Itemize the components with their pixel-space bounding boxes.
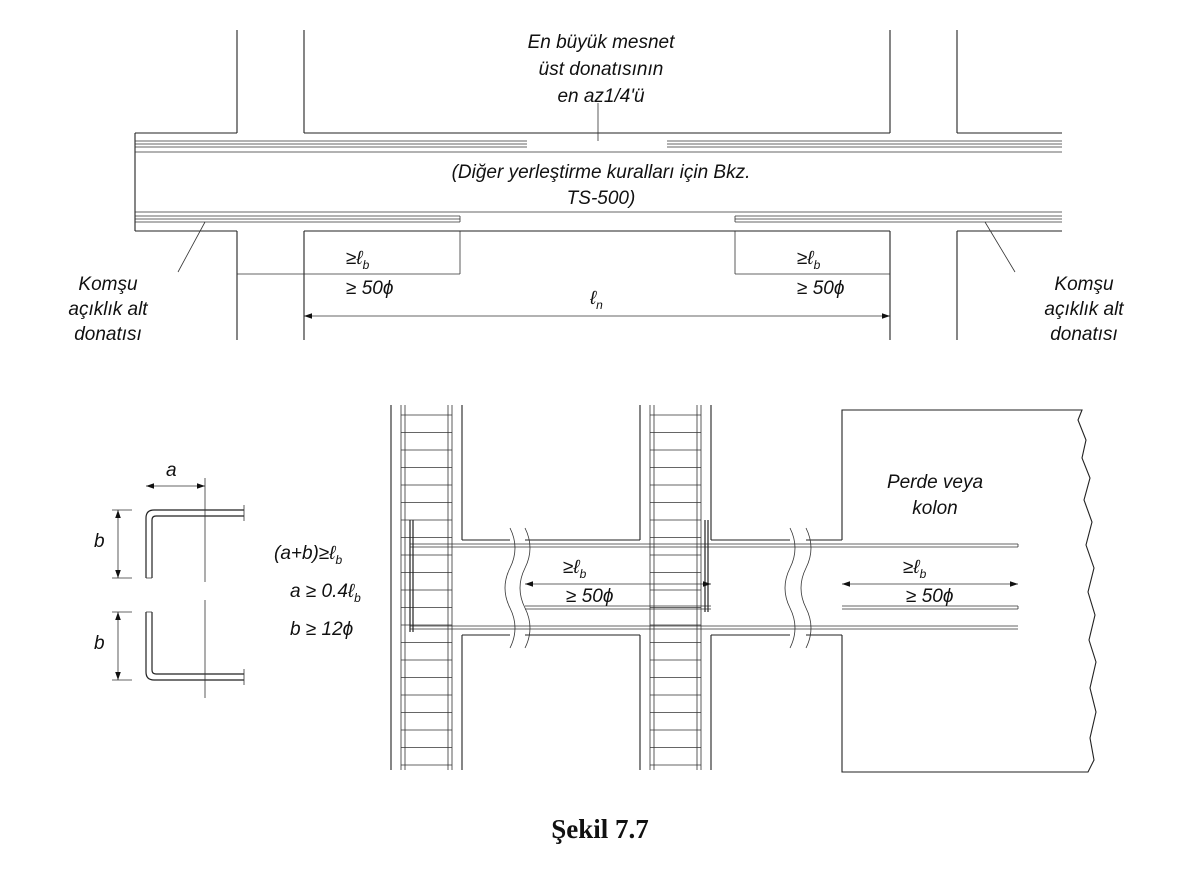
left-anchor-50phi-label: ≥ 50ϕ bbox=[346, 278, 393, 299]
mesnet-note-line-1: En büyük mesnet bbox=[528, 32, 676, 53]
left-anchor-lb-label: ≥ℓb bbox=[346, 248, 370, 272]
first-column-section bbox=[390, 405, 463, 770]
left-neighbor-note-line-1: Komşu bbox=[78, 274, 138, 295]
rule-a-label: a ≥ 0.4ℓb bbox=[290, 581, 361, 605]
hook-detail bbox=[112, 478, 245, 698]
left-neighbor-note-line-2: açıklık alt bbox=[68, 299, 148, 320]
left-column bbox=[236, 30, 305, 340]
figure-caption: Şekil 7.7 bbox=[551, 814, 649, 844]
right-neighbor-note-line-2: açıklık alt bbox=[1044, 299, 1124, 320]
wall-anchor-50phi-label: ≥ 50ϕ bbox=[906, 586, 953, 607]
top-reinforcement bbox=[135, 140, 1062, 153]
wall-outline bbox=[841, 409, 1097, 773]
middle-anchor-50phi-label: ≥ 50ϕ bbox=[566, 586, 613, 607]
right-column bbox=[889, 30, 958, 340]
rules-note-line-1: (Diğer yerleştirme kuralları için Bkz. bbox=[452, 162, 751, 183]
mesnet-note-line-2: üst donatısının bbox=[539, 59, 664, 80]
clear-span-label: ℓn bbox=[589, 288, 603, 312]
break-line-3 bbox=[784, 527, 796, 649]
wall-label-line-1: Perde veya bbox=[887, 472, 983, 493]
rule-b-label: b ≥ 12ϕ bbox=[290, 619, 353, 640]
first-column-ties bbox=[401, 414, 452, 766]
second-column-ties bbox=[650, 414, 701, 766]
dim-b-upper-label: b bbox=[94, 531, 105, 552]
dim-b-lower-label: b bbox=[94, 633, 105, 654]
second-column-section bbox=[639, 405, 712, 770]
break-line-4 bbox=[800, 527, 812, 649]
right-neighbor-note-line-1: Komşu bbox=[1054, 274, 1114, 295]
bottom-reinforcement bbox=[135, 211, 1062, 275]
right-neighbor-leader-line bbox=[984, 221, 1016, 273]
wall-label-line-2: kolon bbox=[912, 498, 957, 519]
middle-anchor-lb-label: ≥ℓb bbox=[563, 557, 587, 581]
break-line-1 bbox=[504, 527, 516, 649]
right-anchor-lb-label: ≥ℓb bbox=[797, 248, 821, 272]
break-line-2 bbox=[519, 527, 531, 649]
right-neighbor-note-line-3: donatısı bbox=[1050, 324, 1118, 345]
right-anchor-50phi-label: ≥ 50ϕ bbox=[797, 278, 844, 299]
beam-elevation bbox=[134, 30, 1062, 340]
left-neighbor-leader-line bbox=[177, 221, 206, 273]
dim-a-label: a bbox=[166, 460, 177, 481]
rule-ab-label: (a+b)≥ℓb bbox=[274, 543, 342, 567]
wall-anchor-lb-label: ≥ℓb bbox=[903, 557, 927, 581]
left-neighbor-note-line-3: donatısı bbox=[74, 324, 142, 345]
beam-section bbox=[409, 520, 1019, 649]
mesnet-note-line-3: en az1/4'ü bbox=[557, 86, 645, 107]
rules-note-line-2: TS-500) bbox=[567, 188, 636, 209]
